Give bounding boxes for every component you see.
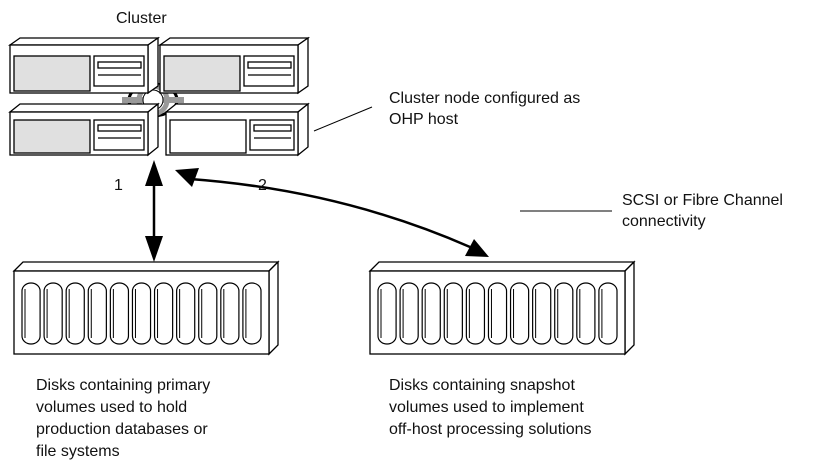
disk-array-side [268, 260, 279, 356]
disk-icon [65, 282, 85, 345]
snapshot-disks-caption-line-1: Disks containing snapshot [389, 377, 575, 394]
disk-icon [487, 282, 508, 345]
disk-icon [443, 282, 463, 345]
cluster [7, 36, 311, 157]
disk-icon [87, 282, 107, 345]
disk-icon [598, 282, 618, 345]
path-2-arrow [175, 168, 489, 257]
disk-icon [377, 282, 397, 345]
disk-icon [220, 282, 240, 345]
disk-icon [131, 282, 152, 345]
primary-disks-caption-line-3: production databases or [36, 421, 208, 438]
disk-array-side [624, 260, 635, 356]
ohp-host-label-line-2: OHP host [389, 111, 459, 128]
cluster-server-top-left [7, 36, 161, 95]
disk-icon [399, 282, 419, 345]
snapshot-disks-caption-line-2: volumes used to implement [389, 399, 584, 416]
disk-icon [465, 282, 486, 345]
disk-icon [576, 282, 596, 345]
disk-icon [21, 282, 41, 345]
disk-icon [198, 282, 218, 345]
primary-disks-caption-line-4: file systems [36, 443, 120, 460]
ohp-host-label-line-1: Cluster node configured as [389, 90, 581, 107]
cluster-server-bottom-left [8, 102, 160, 157]
path-1-arrow [145, 160, 163, 262]
disk-icon [554, 282, 574, 345]
ohp-host-leader-line [313, 106, 373, 132]
cluster-title: Cluster [116, 10, 167, 27]
snapshot-disks-caption-line-3: off-host processing solutions [389, 421, 592, 438]
connectivity-label-line-2: connectivity [622, 213, 706, 230]
path-2-label: 2 [258, 177, 267, 194]
cluster-server-top-right [157, 36, 311, 95]
connectivity-label-line-1: SCSI or Fibre Channel [622, 192, 783, 209]
disk-array-top [12, 261, 280, 272]
disk-icon [532, 282, 552, 345]
disk-icon [43, 282, 63, 345]
disk-icon [153, 282, 174, 345]
disk-icon [109, 282, 130, 345]
disk-array-snapshot [368, 260, 636, 356]
disk-icon [421, 282, 441, 345]
primary-disks-caption-line-2: volumes used to hold [36, 399, 188, 416]
disk-array-primary [12, 260, 280, 356]
disk-array-top [368, 261, 636, 272]
disk-icon [176, 282, 196, 345]
disk-icon [242, 282, 262, 345]
disk-icon [509, 282, 530, 345]
primary-disks-caption-line-1: Disks containing primary [36, 377, 211, 394]
path-1-label: 1 [114, 177, 123, 194]
ohp-host-server [164, 102, 310, 157]
